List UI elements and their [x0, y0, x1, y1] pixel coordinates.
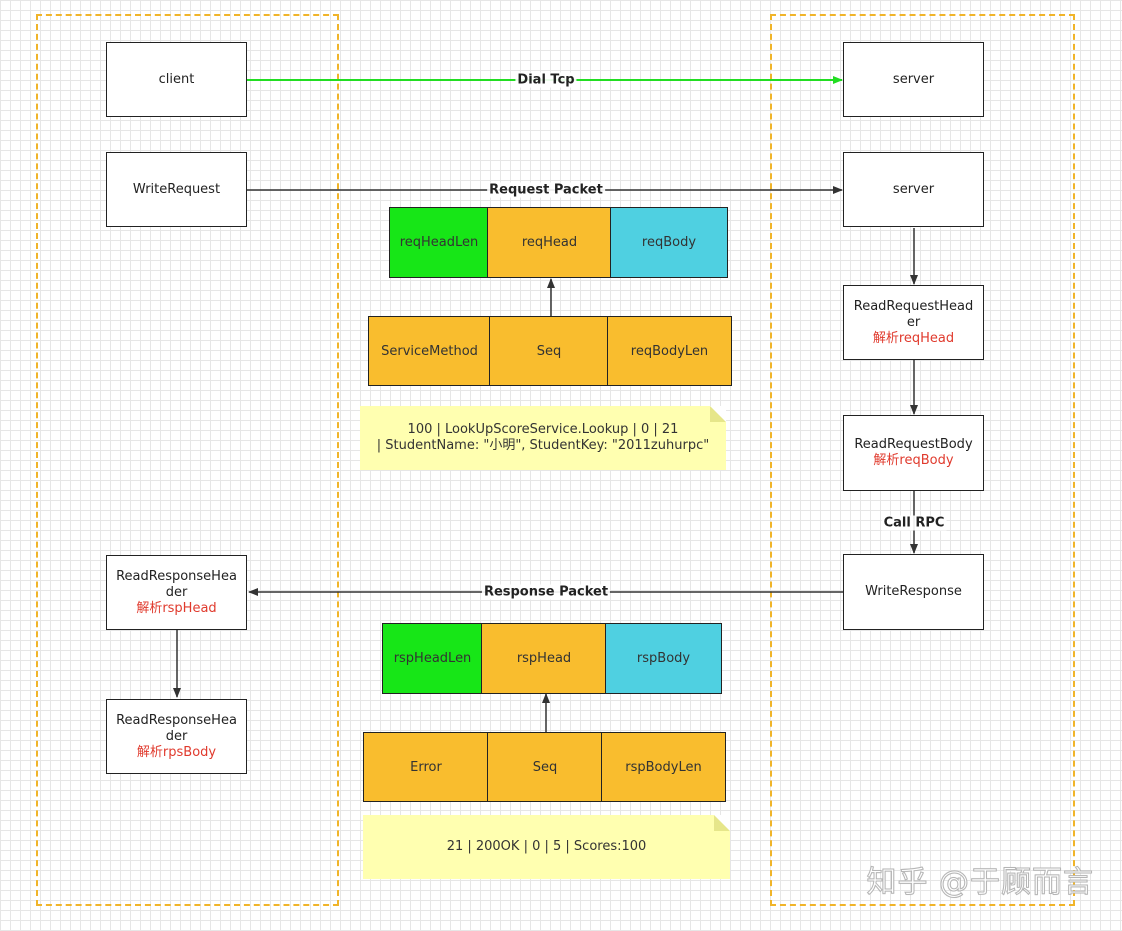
note-fold-corner [714, 815, 730, 831]
read-request-header-node: ReadRequestHead er 解析reqHead [843, 285, 984, 360]
response-example-note: 21 | 200OK | 0 | 5 | Scores:100 [363, 815, 730, 879]
req-body-len-field: reqBodyLen [607, 316, 732, 386]
req-head-len-field: reqHeadLen [389, 207, 489, 278]
client-node-label: client [158, 71, 195, 87]
write-response-label: WriteResponse [865, 584, 962, 599]
read-response-body-sub: 解析rpsBody [136, 744, 217, 760]
client-node: client [106, 42, 247, 117]
request-example-line1: 100 | LookUpScoreService.Lookup | 0 | 21 [407, 422, 679, 437]
read-response-body-line2: der [165, 728, 188, 744]
read-response-header-sub: 解析rspHead [136, 600, 217, 616]
watermark-text: 知乎 @于顾而言 [866, 865, 1094, 901]
server-node-dial: server [843, 42, 984, 117]
read-request-header-line1: ReadRequestHead [853, 298, 974, 314]
read-request-body-node: ReadRequestBody 解析reqBody [843, 415, 984, 491]
request-example-note: 100 | LookUpScoreService.Lookup | 0 | 21… [360, 406, 726, 470]
read-response-body-line1: ReadResponseHea [116, 712, 237, 728]
read-request-header-line2: er [906, 314, 921, 330]
response-packet-label: Response Packet [481, 584, 611, 600]
read-response-header-line2: der [165, 584, 188, 600]
req-service-method-field: ServiceMethod [368, 316, 491, 386]
dial-tcp-label: Dial Tcp [515, 72, 577, 88]
request-example-line2: | StudentName: "小明", StudentKey: "2011zu… [376, 438, 710, 453]
req-head-field: reqHead [487, 207, 612, 278]
client-lane [36, 14, 339, 906]
server-lane [770, 14, 1075, 906]
rsp-error-field: Error [363, 732, 489, 802]
call-rpc-label: Call RPC [881, 515, 947, 531]
write-request-label: WriteRequest [132, 181, 221, 197]
read-request-header-sub: 解析reqHead [872, 330, 955, 346]
read-response-body-node: ReadResponseHea der 解析rpsBody [106, 699, 247, 774]
server-node-request: server [843, 152, 984, 227]
rsp-head-len-field: rspHeadLen [382, 623, 483, 694]
read-request-body-line1: ReadRequestBody [854, 437, 973, 452]
rsp-body-len-field: rspBodyLen [601, 732, 726, 802]
rsp-head-field: rspHead [481, 623, 607, 694]
read-response-header-line1: ReadResponseHea [116, 568, 237, 584]
read-request-body-sub: 解析reqBody [873, 453, 954, 468]
write-response-node: WriteResponse [843, 554, 984, 630]
read-response-header-node: ReadResponseHea der 解析rspHead [106, 555, 247, 630]
server-node-dial-label: server [892, 71, 935, 87]
response-example-line1: 21 | 200OK | 0 | 5 | Scores:100 [446, 839, 647, 854]
write-request-node: WriteRequest [106, 152, 247, 227]
rsp-seq-field: Seq [487, 732, 603, 802]
req-body-field: reqBody [610, 207, 728, 278]
server-node-request-label: server [892, 181, 935, 197]
note-fold-corner [710, 406, 726, 422]
rsp-body-field: rspBody [605, 623, 722, 694]
req-seq-field: Seq [489, 316, 609, 386]
request-packet-label: Request Packet [487, 182, 605, 198]
